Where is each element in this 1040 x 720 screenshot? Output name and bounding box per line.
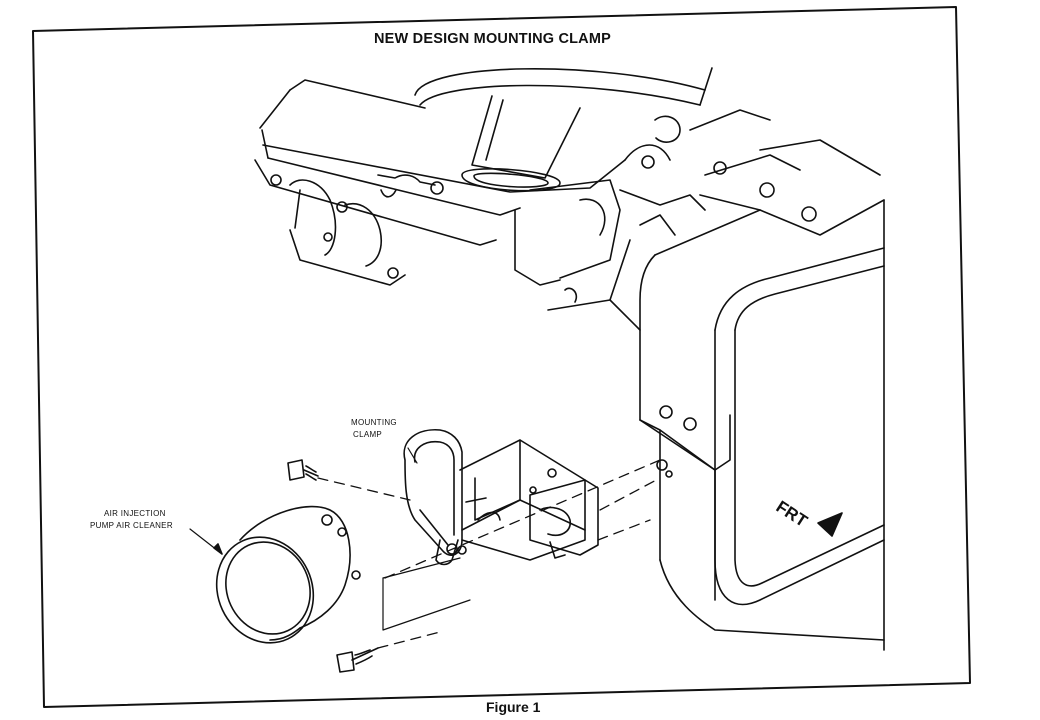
figure-frame <box>32 6 971 708</box>
figure-caption: Figure 1 <box>486 699 541 715</box>
engine-assembly <box>254 67 885 331</box>
inner-fender-panel <box>639 199 885 651</box>
figure-title: NEW DESIGN MOUNTING CLAMP <box>374 31 611 47</box>
air-cleaner-callout: AIR INJECTION PUMP AIR CLEANER <box>90 508 173 532</box>
alignment-lines <box>317 459 661 649</box>
air-cleaner-arrow-icon <box>213 543 223 555</box>
mounting-bracket <box>459 439 599 561</box>
pump-air-cleaner <box>215 505 361 644</box>
callout-line: AIR INJECTION <box>104 509 166 518</box>
mounting-clamp-leader <box>407 447 418 464</box>
callout-line: PUMP AIR CLEANER <box>90 521 173 530</box>
front-arrow-icon <box>817 512 843 537</box>
callout-line: MOUNTING <box>351 418 397 427</box>
pump-body-outline <box>382 557 471 631</box>
mounting-clamp-callout: MOUNTING CLAMP <box>351 417 397 441</box>
bolts <box>287 459 379 673</box>
callout-line: CLAMP <box>353 430 383 439</box>
mounting-clamp <box>403 429 467 566</box>
